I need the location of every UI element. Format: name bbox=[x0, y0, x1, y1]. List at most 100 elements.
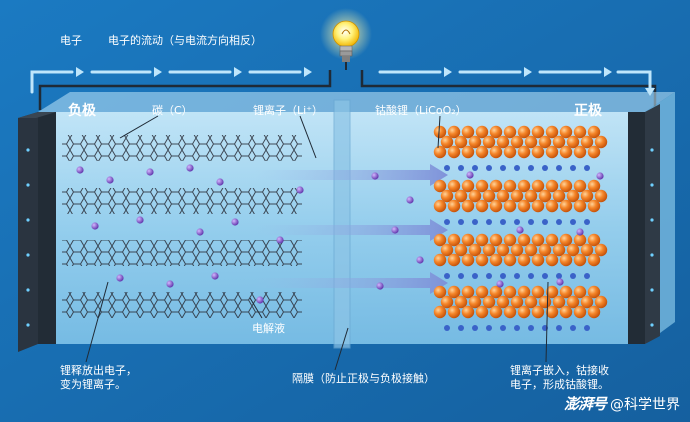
li-ion bbox=[371, 172, 379, 180]
cobalt-oxide-ball bbox=[440, 243, 454, 257]
cobalt-oxide-ball bbox=[461, 253, 475, 267]
cobalt-atom bbox=[556, 219, 562, 225]
cobalt-oxide-ball bbox=[454, 243, 468, 257]
cobalt-oxide-ball bbox=[503, 199, 517, 213]
cobalt-atom bbox=[458, 325, 464, 331]
li-ion bbox=[196, 228, 204, 236]
cobalt-oxide-ball bbox=[475, 145, 489, 159]
cobalt-oxide-ball bbox=[475, 253, 489, 267]
cobalt-oxide-ball bbox=[496, 295, 510, 309]
cobalt-oxide-ball bbox=[580, 243, 594, 257]
cobalt-oxide-ball bbox=[573, 199, 587, 213]
cobalt-atom bbox=[500, 325, 506, 331]
cobalt-oxide-ball bbox=[461, 233, 475, 247]
cobalt-oxide-ball bbox=[573, 125, 587, 139]
cobalt-atom bbox=[514, 165, 520, 171]
cobalt-oxide-ball bbox=[440, 189, 454, 203]
cobalt-oxide-ball bbox=[510, 295, 524, 309]
li-ion bbox=[576, 228, 584, 236]
cobalt-oxide-ball bbox=[545, 145, 559, 159]
cobalt-atom bbox=[528, 219, 534, 225]
cobalt-oxide-ball bbox=[489, 305, 503, 319]
cobalt-atom bbox=[570, 165, 576, 171]
cobalt-oxide-ball bbox=[517, 125, 531, 139]
li-ion bbox=[146, 168, 154, 176]
cobalt-atom bbox=[458, 165, 464, 171]
cobalt-oxide-ball bbox=[510, 243, 524, 257]
cobalt-oxide-ball bbox=[503, 285, 517, 299]
separator-membrane bbox=[333, 99, 351, 349]
cobalt-oxide-ball bbox=[517, 305, 531, 319]
cobalt-oxide-ball bbox=[433, 253, 447, 267]
li-ion bbox=[556, 278, 564, 286]
cobalt-oxide-ball bbox=[566, 295, 580, 309]
cobalt-oxide-ball bbox=[580, 135, 594, 149]
cobalt-oxide-ball bbox=[489, 253, 503, 267]
positive-electrode-label: 正极 bbox=[574, 103, 602, 119]
cobalt-oxide-ball bbox=[573, 305, 587, 319]
li-ion bbox=[276, 236, 284, 244]
cobalt-atom bbox=[542, 219, 548, 225]
cobalt-oxide-ball bbox=[468, 295, 482, 309]
li-ion bbox=[106, 176, 114, 184]
cobalt-oxide-ball bbox=[559, 145, 573, 159]
cobalt-oxide-ball bbox=[587, 305, 601, 319]
cobalt-atom bbox=[570, 219, 576, 225]
cobalt-oxide-ball bbox=[517, 199, 531, 213]
cobalt-oxide-ball bbox=[461, 199, 475, 213]
cobalt-oxide-ball bbox=[545, 179, 559, 193]
cobalt-oxide-ball bbox=[461, 145, 475, 159]
cobalt-oxide-ball bbox=[489, 199, 503, 213]
li-ion bbox=[216, 178, 224, 186]
cobalt-oxide-ball bbox=[524, 189, 538, 203]
cobalt-oxide-ball bbox=[468, 243, 482, 257]
cobalt-oxide-ball bbox=[475, 233, 489, 247]
cobalt-atom bbox=[514, 325, 520, 331]
right-note-line-2: 电子，形成钴酸锂。 bbox=[510, 378, 609, 391]
cobalt-oxide-ball bbox=[538, 189, 552, 203]
li-ion bbox=[406, 196, 414, 204]
cobalt-oxide-ball bbox=[517, 145, 531, 159]
cobalt-oxide-ball bbox=[454, 189, 468, 203]
li-ion bbox=[596, 172, 604, 180]
watermark-logo: 澎湃号 bbox=[563, 395, 607, 413]
cobalt-oxide-ball bbox=[503, 233, 517, 247]
cobalt-atom bbox=[486, 325, 492, 331]
cobalt-oxide-ball bbox=[559, 179, 573, 193]
cobalt-oxide-ball bbox=[573, 179, 587, 193]
cobalt-oxide-ball bbox=[559, 125, 573, 139]
watermark-account: @科学世界 bbox=[610, 396, 680, 413]
cobalt-atom bbox=[444, 165, 450, 171]
cobalt-oxide-ball bbox=[503, 179, 517, 193]
cobalt-oxide-ball bbox=[475, 305, 489, 319]
li-ions bbox=[76, 164, 604, 304]
cobalt-oxide-ball bbox=[503, 253, 517, 267]
li-ion bbox=[496, 280, 504, 288]
pointer-lines bbox=[85, 115, 549, 371]
cobalt-oxide-ball bbox=[566, 243, 580, 257]
left-note-line-1: 锂释放出电子， bbox=[60, 364, 137, 377]
cobalt-oxide-ball bbox=[524, 243, 538, 257]
li-ion bbox=[296, 186, 304, 194]
negative-electrode-label: 负极 bbox=[68, 103, 96, 119]
electron-flow-arrows bbox=[30, 70, 652, 94]
cobalt-atom bbox=[472, 273, 478, 279]
cobalt-oxide-ball bbox=[545, 285, 559, 299]
cobalt-oxide-ball bbox=[447, 179, 461, 193]
cobalt-atom bbox=[570, 325, 576, 331]
cobalt-oxide-ball bbox=[433, 145, 447, 159]
cobalt-oxide-ball bbox=[566, 135, 580, 149]
cobalt-atom bbox=[486, 273, 492, 279]
cobalt-oxide-ball bbox=[447, 125, 461, 139]
cobalt-atom bbox=[444, 219, 450, 225]
cobalt-oxide-ball bbox=[594, 135, 608, 149]
li-ion bbox=[466, 171, 474, 179]
cobalt-oxide-ball bbox=[594, 295, 608, 309]
cobalt-oxide-ball bbox=[531, 179, 545, 193]
cobalt-oxide-ball bbox=[433, 233, 447, 247]
carbon-label: 碳（C） bbox=[152, 104, 193, 117]
cobalt-oxide-ball bbox=[538, 135, 552, 149]
cobalt-atom bbox=[584, 165, 590, 171]
cobalt-atom bbox=[472, 219, 478, 225]
